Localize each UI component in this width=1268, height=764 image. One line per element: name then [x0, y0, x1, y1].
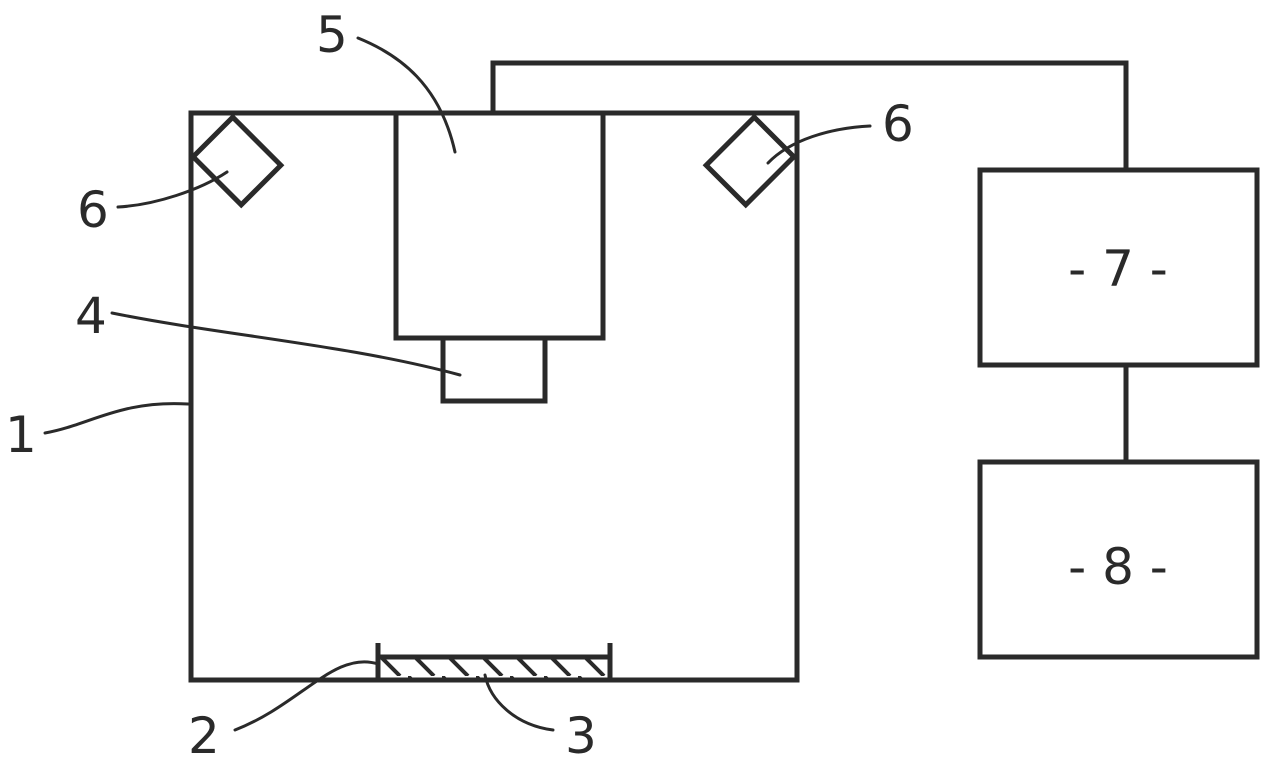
bottom-plate — [378, 657, 610, 680]
ref-6-left: 6 — [77, 181, 109, 239]
unit-4 — [440, 335, 548, 404]
box-7-label: - 7 - — [1068, 240, 1168, 298]
housing — [188, 110, 800, 683]
ref-2: 2 — [188, 707, 220, 764]
ref-6-right: 6 — [882, 95, 914, 153]
leader-4 — [110, 311, 462, 377]
connection-line-5-7 — [490, 60, 1129, 170]
ref-3: 3 — [565, 707, 597, 764]
box-8 — [977, 459, 1260, 660]
leader-1 — [43, 402, 190, 435]
leader-2 — [233, 660, 380, 732]
box-7 — [977, 167, 1260, 368]
right-element-6 — [702, 113, 798, 209]
leader-6-right — [766, 124, 872, 165]
bottom-plate-outline — [375, 654, 613, 683]
box-8-label: - 8 - — [1068, 538, 1168, 596]
left-element-6 — [189, 113, 285, 209]
ref-4: 4 — [75, 287, 107, 345]
leader-6-left — [116, 170, 229, 209]
leader-3 — [483, 673, 555, 732]
ref-1: 1 — [5, 406, 37, 464]
unit-5 — [393, 110, 606, 341]
ref-5: 5 — [316, 6, 348, 64]
leader-5 — [356, 36, 457, 154]
